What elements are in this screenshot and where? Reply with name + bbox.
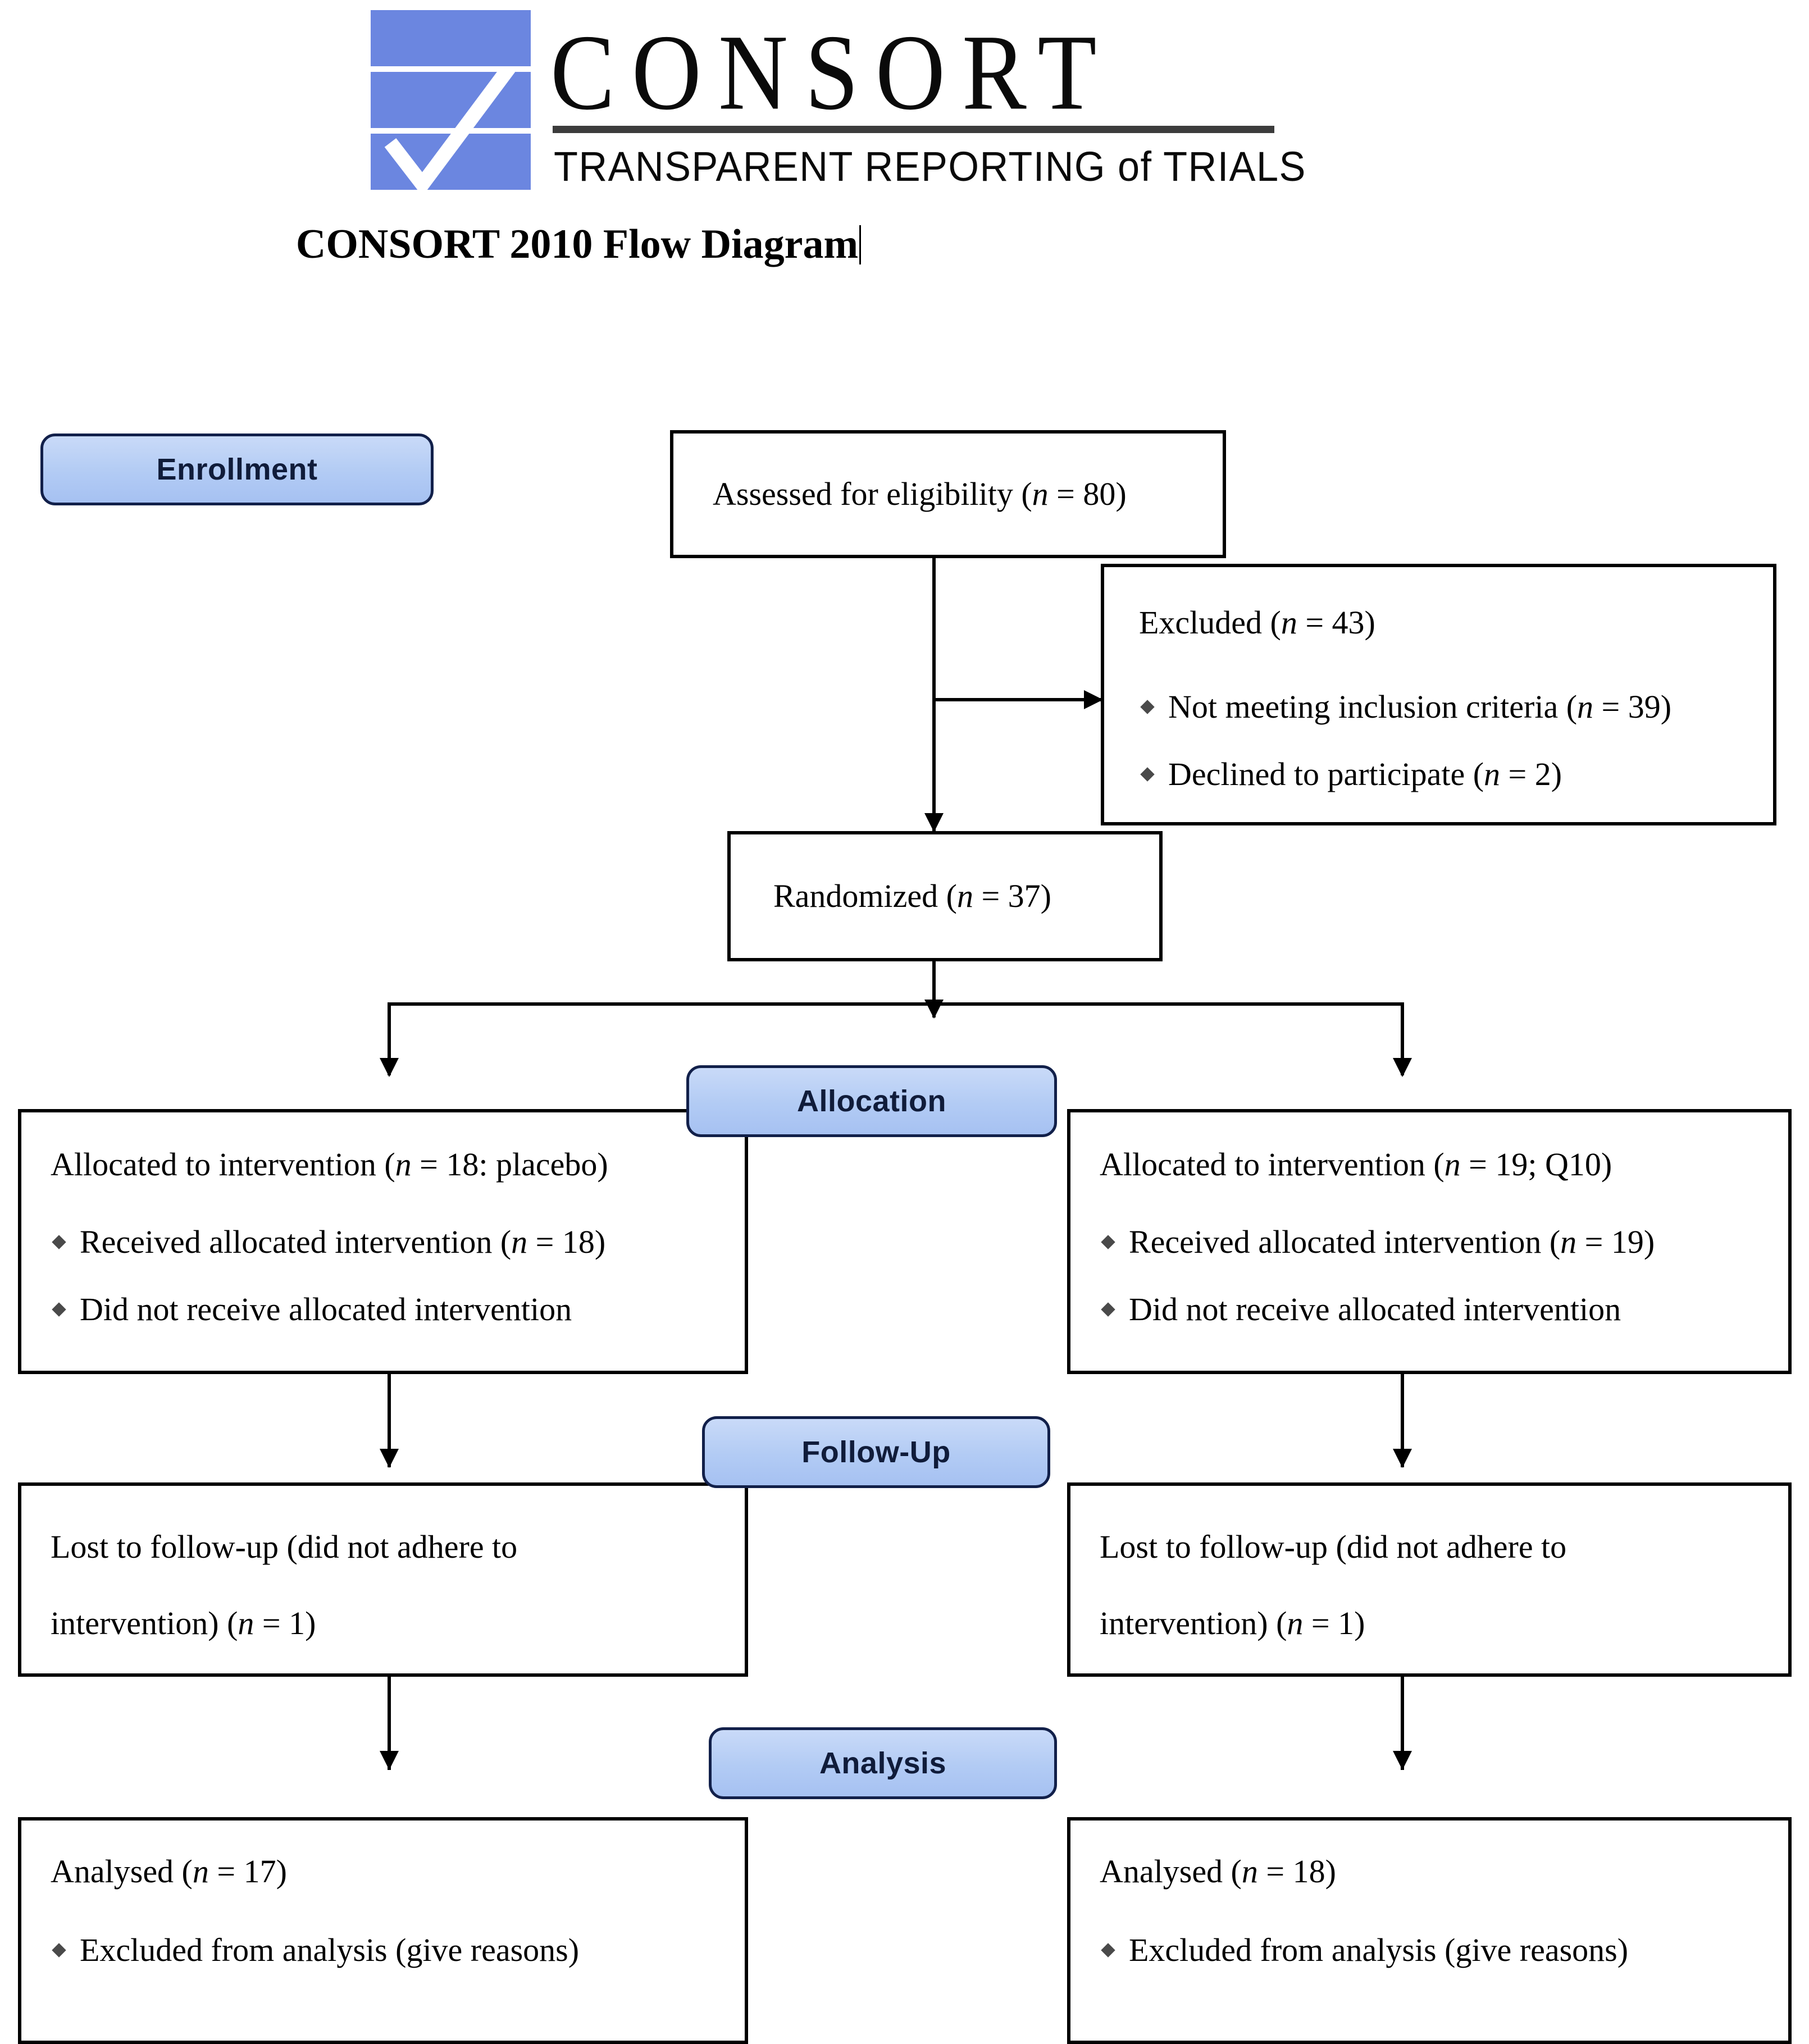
connector-allocleft-to-followupleft (388, 1374, 391, 1467)
alloc-right-item-1: Did not receive allocated intervention (1100, 1292, 1621, 1327)
consort-logo: CONSORT TRANSPARENT REPORTING of TRIALS (371, 10, 1306, 195)
excluded-item-0: Not meeting inclusion criteria (n = 39) (1139, 690, 1671, 724)
analysis-right-item-0: Excluded from analysis (give reasons) (1100, 1933, 1628, 1968)
stage-badge-analysis: Analysis (709, 1727, 1057, 1799)
excluded-item-1: Declined to participate (n = 2) (1139, 757, 1562, 792)
consort-checkmark-logo-icon (371, 10, 531, 190)
box-analysis-right: Analysed (n = 18) Excluded from analysis… (1067, 1817, 1792, 2044)
page-title-text: CONSORT 2010 Flow Diagram (295, 221, 859, 267)
box-allocated-right: Allocated to intervention (n = 19; Q10) … (1067, 1109, 1792, 1374)
stage-badge-enrollment: Enrollment (40, 434, 434, 505)
box-followup-right: Lost to follow-up (did not adhere to int… (1067, 1482, 1792, 1677)
arrow-to-followup-left (380, 1449, 399, 1468)
box-excluded: Excluded (n = 43) Not meeting inclusion … (1101, 564, 1776, 825)
box-analysis-left: Analysed (n = 17) Excluded from analysis… (18, 1817, 748, 2044)
arrow-to-analysis-right (1393, 1751, 1412, 1770)
alloc-left-title: Allocated to intervention (n = 18: place… (51, 1146, 608, 1183)
connector-followupright-to-analysisright (1401, 1677, 1404, 1770)
stage-badge-followup: Follow-Up (702, 1416, 1050, 1488)
bullet-icon (1140, 767, 1155, 782)
arrow-assessed-to-randomized (924, 813, 944, 832)
followup-left-line2: intervention) (n = 1) (51, 1605, 316, 1641)
excluded-title: Excluded (n = 43) (1139, 604, 1375, 641)
followup-right-line2: intervention) (n = 1) (1100, 1605, 1365, 1641)
stage-badge-allocation-label: Allocation (796, 1084, 946, 1118)
connector-allocright-to-followupright (1401, 1374, 1404, 1467)
analysis-right-title: Analysed (n = 18) (1100, 1853, 1336, 1890)
connector-split-left-drop (388, 1002, 391, 1075)
connector-followupleft-to-analysisleft (388, 1677, 391, 1770)
bullet-icon (52, 1235, 66, 1249)
alloc-left-item-1: Did not receive allocated intervention (51, 1292, 572, 1327)
box-followup-left: Lost to follow-up (did not adhere to int… (18, 1482, 748, 1677)
stage-badge-analysis-label: Analysis (819, 1746, 947, 1780)
bullet-icon (1101, 1302, 1115, 1317)
connector-split-bar (388, 1002, 1404, 1006)
bullet-icon (1101, 1235, 1115, 1249)
text-cursor-caret (859, 225, 862, 264)
followup-right-line1: Lost to follow-up (did not adhere to (1100, 1529, 1567, 1565)
analysis-left-title: Analysed (n = 17) (51, 1853, 287, 1890)
box-allocated-left: Allocated to intervention (n = 18: place… (18, 1109, 748, 1374)
consort-wordmark: CONSORT (550, 13, 1114, 133)
bullet-icon (52, 1943, 66, 1958)
box-assessed-for-eligibility: Assessed for eligibility (n = 80) (670, 430, 1226, 558)
assessed-text: Assessed for eligibility (n = 80) (713, 476, 1127, 512)
arrow-to-alloc-right (1393, 1058, 1412, 1077)
connector-randomized-stem (932, 961, 936, 1018)
arrow-to-analysis-left (380, 1751, 399, 1770)
arrow-to-excluded (1084, 690, 1103, 709)
analysis-left-item-0: Excluded from analysis (give reasons) (51, 1933, 579, 1968)
arrow-to-followup-right (1393, 1449, 1412, 1468)
bullet-icon (1140, 700, 1155, 714)
alloc-right-item-0: Received allocated intervention (n = 19) (1100, 1225, 1655, 1260)
connector-split-right-drop (1401, 1002, 1404, 1075)
bullet-icon (52, 1302, 66, 1317)
arrow-to-alloc-left (380, 1058, 399, 1077)
connector-assessed-trunk (932, 558, 936, 831)
page-title: CONSORT 2010 Flow Diagram (0, 219, 1157, 270)
consort-tagline: TRANSPARENT REPORTING of TRIALS (554, 143, 1306, 190)
stage-badge-enrollment-label: Enrollment (156, 453, 318, 486)
logo-divider-rule (553, 126, 1274, 133)
header: CONSORT TRANSPARENT REPORTING of TRIALS … (0, 0, 1809, 281)
followup-left-line1: Lost to follow-up (did not adhere to (51, 1529, 518, 1565)
alloc-right-title: Allocated to intervention (n = 19; Q10) (1100, 1146, 1612, 1183)
box-randomized: Randomized (n = 37) (727, 831, 1163, 961)
stage-badge-allocation: Allocation (686, 1065, 1057, 1137)
alloc-left-item-0: Received allocated intervention (n = 18) (51, 1225, 605, 1260)
stage-badge-followup-label: Follow-Up (801, 1435, 951, 1469)
bullet-icon (1101, 1943, 1115, 1958)
consort-logo-text: CONSORT TRANSPARENT REPORTING of TRIALS (550, 10, 1306, 195)
randomized-text: Randomized (n = 37) (773, 878, 1051, 914)
connector-assessed-to-excluded (932, 698, 1101, 701)
